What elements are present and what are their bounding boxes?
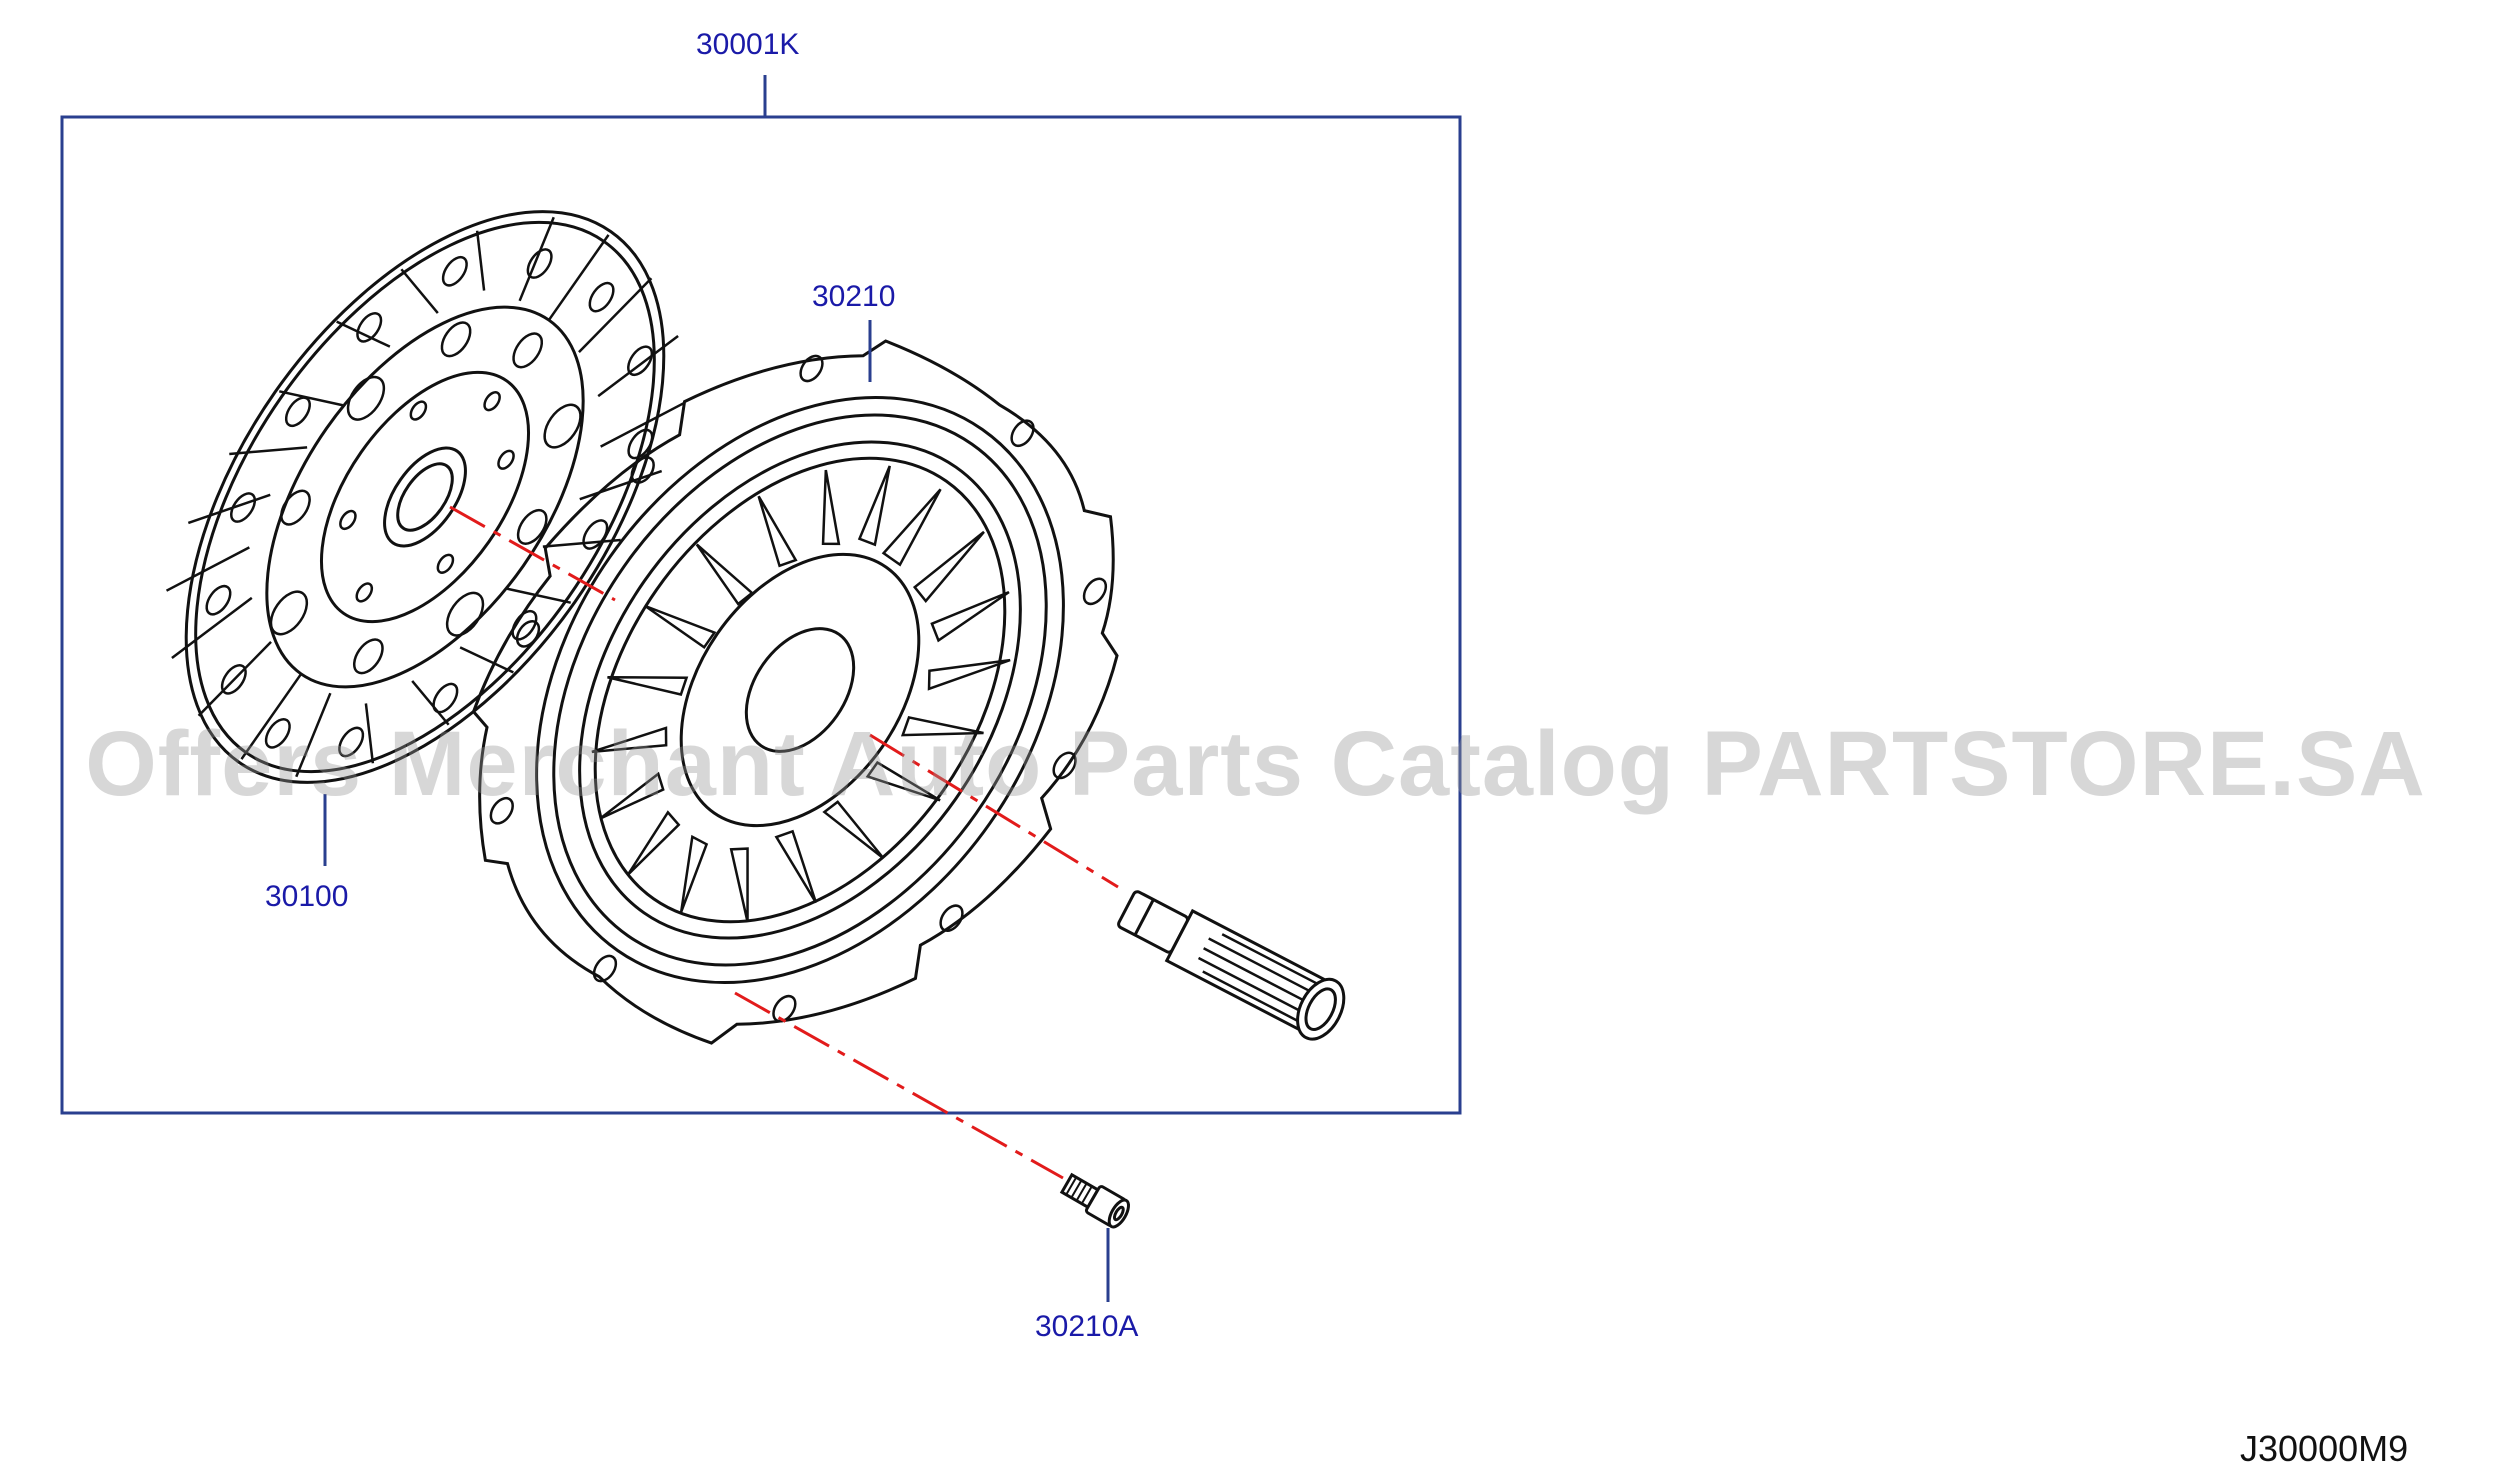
assembly-frame <box>60 115 1462 1115</box>
clutch-disc-drawing <box>165 210 685 784</box>
callout-cover-bolt[interactable]: 30210A <box>1035 1310 1139 1343</box>
shaft-center-line <box>869 733 1119 889</box>
diagram-id-label: J30000M9 <box>2240 1428 2409 1469</box>
cover-bolt-drawing <box>1059 1172 1130 1229</box>
disc-center-line <box>449 505 616 602</box>
clutch-cover-drawing <box>471 339 1119 1045</box>
callout-assembly[interactable]: 30001K <box>696 28 800 61</box>
bolt-center-line <box>734 991 1064 1180</box>
callout-clutch-cover[interactable]: 30210 <box>812 280 896 313</box>
center-lines <box>449 505 1119 1180</box>
callout-clutch-disc[interactable]: 30100 <box>265 880 349 913</box>
input-shaft-drawing <box>1117 890 1346 1041</box>
